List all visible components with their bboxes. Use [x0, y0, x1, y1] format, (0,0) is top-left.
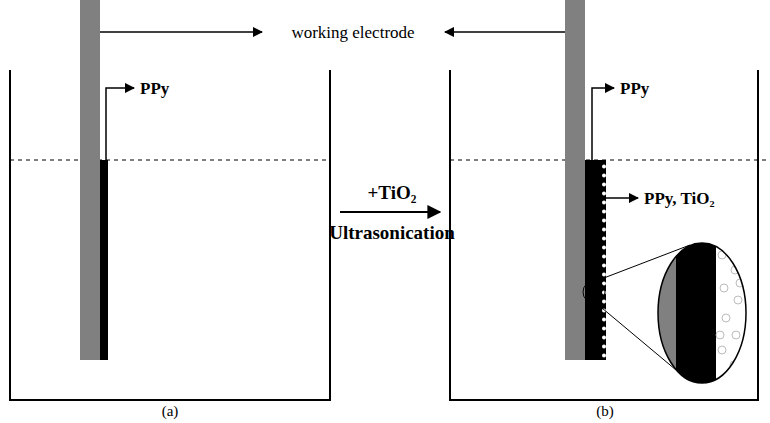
- leader-arrow: [445, 31, 565, 33]
- electrode: [565, 0, 585, 360]
- ppy-film: [585, 160, 598, 360]
- leader-arrow: [606, 197, 638, 199]
- zoom-spot: [583, 281, 605, 303]
- reagent-label: +TiO₂: [368, 183, 417, 202]
- beaker: [10, 70, 330, 400]
- liquid-level: [10, 160, 330, 161]
- electrode-label: working electrode: [291, 24, 414, 41]
- ppy-tio2-layer: [598, 160, 606, 360]
- zoom-inset: [650, 240, 770, 390]
- beaker: [450, 70, 758, 400]
- layer-label: PPy: [620, 80, 649, 97]
- electrode: [80, 0, 100, 360]
- leader-arrow: [592, 88, 614, 160]
- leader-arrow: [106, 88, 134, 160]
- layer-label: PPy, TiO₂: [644, 190, 715, 207]
- layer-label: PPy: [140, 80, 169, 97]
- liquid-level: [450, 160, 770, 161]
- leader-arrow: [100, 31, 262, 33]
- ppy-film: [100, 160, 108, 360]
- process-label: Ultrasonication: [329, 223, 455, 242]
- process-arrow: [340, 211, 440, 213]
- panel-label: (a): [162, 404, 179, 419]
- zoom-outline: [658, 243, 746, 383]
- panel-label: (b): [596, 404, 614, 419]
